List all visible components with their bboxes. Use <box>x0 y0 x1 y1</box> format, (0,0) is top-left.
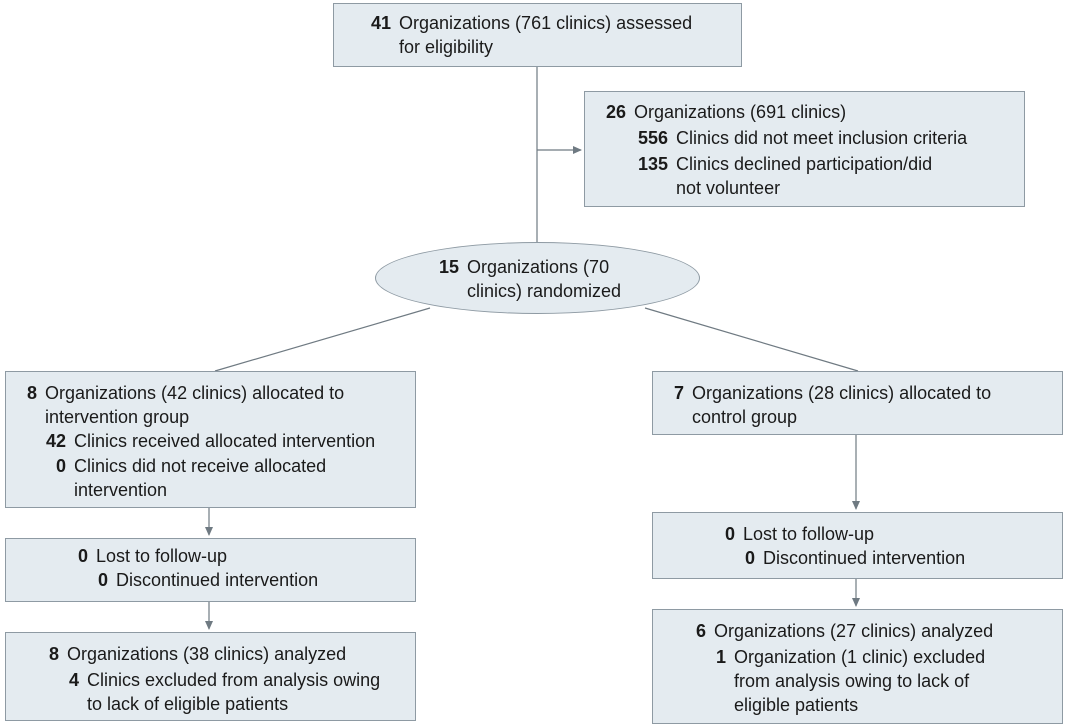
count: 26 <box>605 102 626 122</box>
line-randomized-to-intervention <box>214 307 431 372</box>
count: 8 <box>48 644 59 664</box>
count: 135 <box>637 154 668 174</box>
line-randomized-to-control <box>644 307 859 372</box>
text-line: Organizations (28 clinics) allocated to <box>692 383 992 403</box>
text-line: Organizations (70 <box>467 257 610 277</box>
count: 0 <box>55 456 66 476</box>
text-line: not volunteer <box>676 178 781 198</box>
count: 8 <box>26 383 37 403</box>
count: 15 <box>438 257 459 277</box>
text-line: Organizations (691 clinics) <box>634 102 847 122</box>
text-line: Discontinued intervention <box>116 570 319 590</box>
text-line: intervention group <box>45 407 190 427</box>
text-line: Clinics excluded from analysis owing <box>87 670 381 690</box>
text-line: Discontinued intervention <box>763 548 966 568</box>
text-line: to lack of eligible patients <box>87 694 289 714</box>
text-line: Clinics did not receive allocated <box>74 456 327 476</box>
count: 6 <box>695 621 706 641</box>
control-analyzed-box: 6 Organizations (27 clinics) analyzed 1 … <box>652 609 1063 724</box>
text-line: Organizations (38 clinics) analyzed <box>67 644 347 664</box>
count: 0 <box>744 548 755 568</box>
text-line: Lost to follow-up <box>743 524 875 544</box>
count: 0 <box>97 570 108 590</box>
text-line: Organizations (761 clinics) assessed <box>399 13 693 33</box>
text-line: for eligibility <box>399 37 494 57</box>
count: 556 <box>637 128 668 148</box>
intervention-allocation-box: 8 Organizations (42 clinics) allocated t… <box>5 371 416 508</box>
count: 0 <box>77 546 88 566</box>
intervention-analyzed-box: 8 Organizations (38 clinics) analyzed 4 … <box>5 632 416 721</box>
text-line: Organization (1 clinic) excluded <box>734 647 986 667</box>
text-line: control group <box>692 407 798 427</box>
text-line: Lost to follow-up <box>96 546 228 566</box>
count: 7 <box>673 383 684 403</box>
text-line: Organizations (42 clinics) allocated to <box>45 383 345 403</box>
text-line: eligible patients <box>734 695 859 715</box>
text-line: from analysis owing to lack of <box>734 671 970 691</box>
excluded-box: 26 Organizations (691 clinics) 556 Clini… <box>584 91 1025 207</box>
count: 4 <box>68 670 79 690</box>
text-line: Organizations (27 clinics) analyzed <box>714 621 994 641</box>
text-line: Clinics received allocated intervention <box>74 431 376 451</box>
text-line: intervention <box>74 480 168 500</box>
assessed-box: 41 Organizations (761 clinics) assessed … <box>333 3 742 67</box>
count: 0 <box>724 524 735 544</box>
count: 1 <box>715 647 726 667</box>
text-line: Clinics did not meet inclusion criteria <box>676 128 968 148</box>
intervention-followup-box: 0 Lost to follow-up 0 Discontinued inter… <box>5 538 416 602</box>
control-allocation-box: 7 Organizations (28 clinics) allocated t… <box>652 371 1063 435</box>
count: 41 <box>370 13 391 33</box>
count: 42 <box>45 431 66 451</box>
randomized-ellipse: 15 Organizations (70 clinics) randomized <box>375 242 700 314</box>
control-followup-box: 0 Lost to follow-up 0 Discontinued inter… <box>652 512 1063 579</box>
text-line: Clinics declined participation/did <box>676 154 933 174</box>
text-line: clinics) randomized <box>467 281 622 301</box>
